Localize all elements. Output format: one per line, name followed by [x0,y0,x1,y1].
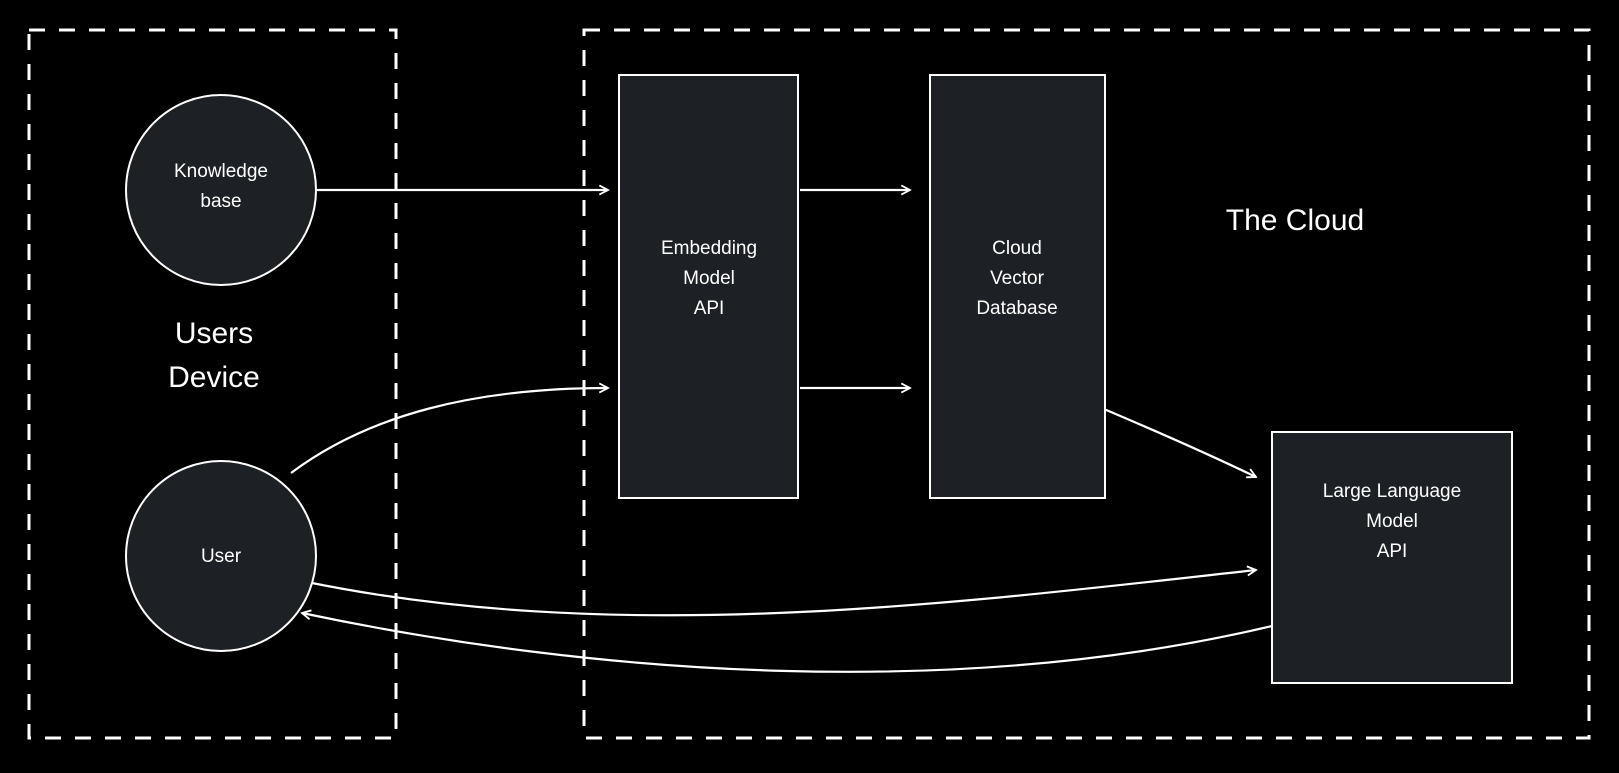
zone-the-cloud: The Cloud [582,28,1591,740]
zone-the-cloud-outline [582,28,1591,740]
edge-user-to-embedding-model [290,388,608,474]
large-language-model-api-box[interactable] [1271,431,1513,684]
large-language-model-api-label-line-2: Model [1366,511,1418,532]
knowledge-base-label-line-2: base [200,191,241,212]
cloud-vector-database-label-line-2: Vector [990,268,1045,289]
knowledge-base-circle[interactable] [125,94,317,286]
large-language-model-api-label-line-1: Large Language [1323,481,1461,502]
edge-user-to-large-language-model [306,570,1256,617]
edge-large-language-model-to-user [302,613,1273,673]
user-label: User [201,546,242,567]
embedding-model-api-label-line-3: API [694,298,725,319]
embedding-model-api-label-line-1: Embedding [661,238,757,259]
node-cloud-vector-database[interactable]: Cloud Vector Database [929,74,1106,499]
node-user[interactable]: User [125,460,317,652]
node-knowledge-base[interactable]: Knowledge base [125,94,317,286]
cloud-vector-database-label-line-3: Database [976,298,1057,319]
large-language-model-api-label-line-3: API [1377,541,1408,562]
embedding-model-api-label-line-2: Model [683,268,735,289]
zone-users-device: Users Device [27,28,398,740]
node-embedding-model-api[interactable]: Embedding Model API [618,74,799,499]
knowledge-base-label-line-1: Knowledge [174,161,268,182]
cloud-vector-database-label-line-1: Cloud [992,238,1042,259]
node-large-language-model-api[interactable]: Large Language Model API [1271,431,1513,684]
zone-users-device-label-line-2: Device [168,361,260,394]
embedding-model-api-box[interactable] [618,74,799,499]
cloud-vector-database-box[interactable] [929,74,1106,499]
zone-the-cloud-label: The Cloud [1226,204,1364,237]
zone-users-device-label-line-1: Users [175,317,253,350]
zone-users-device-outline [27,28,398,740]
user-circle[interactable] [125,460,317,652]
